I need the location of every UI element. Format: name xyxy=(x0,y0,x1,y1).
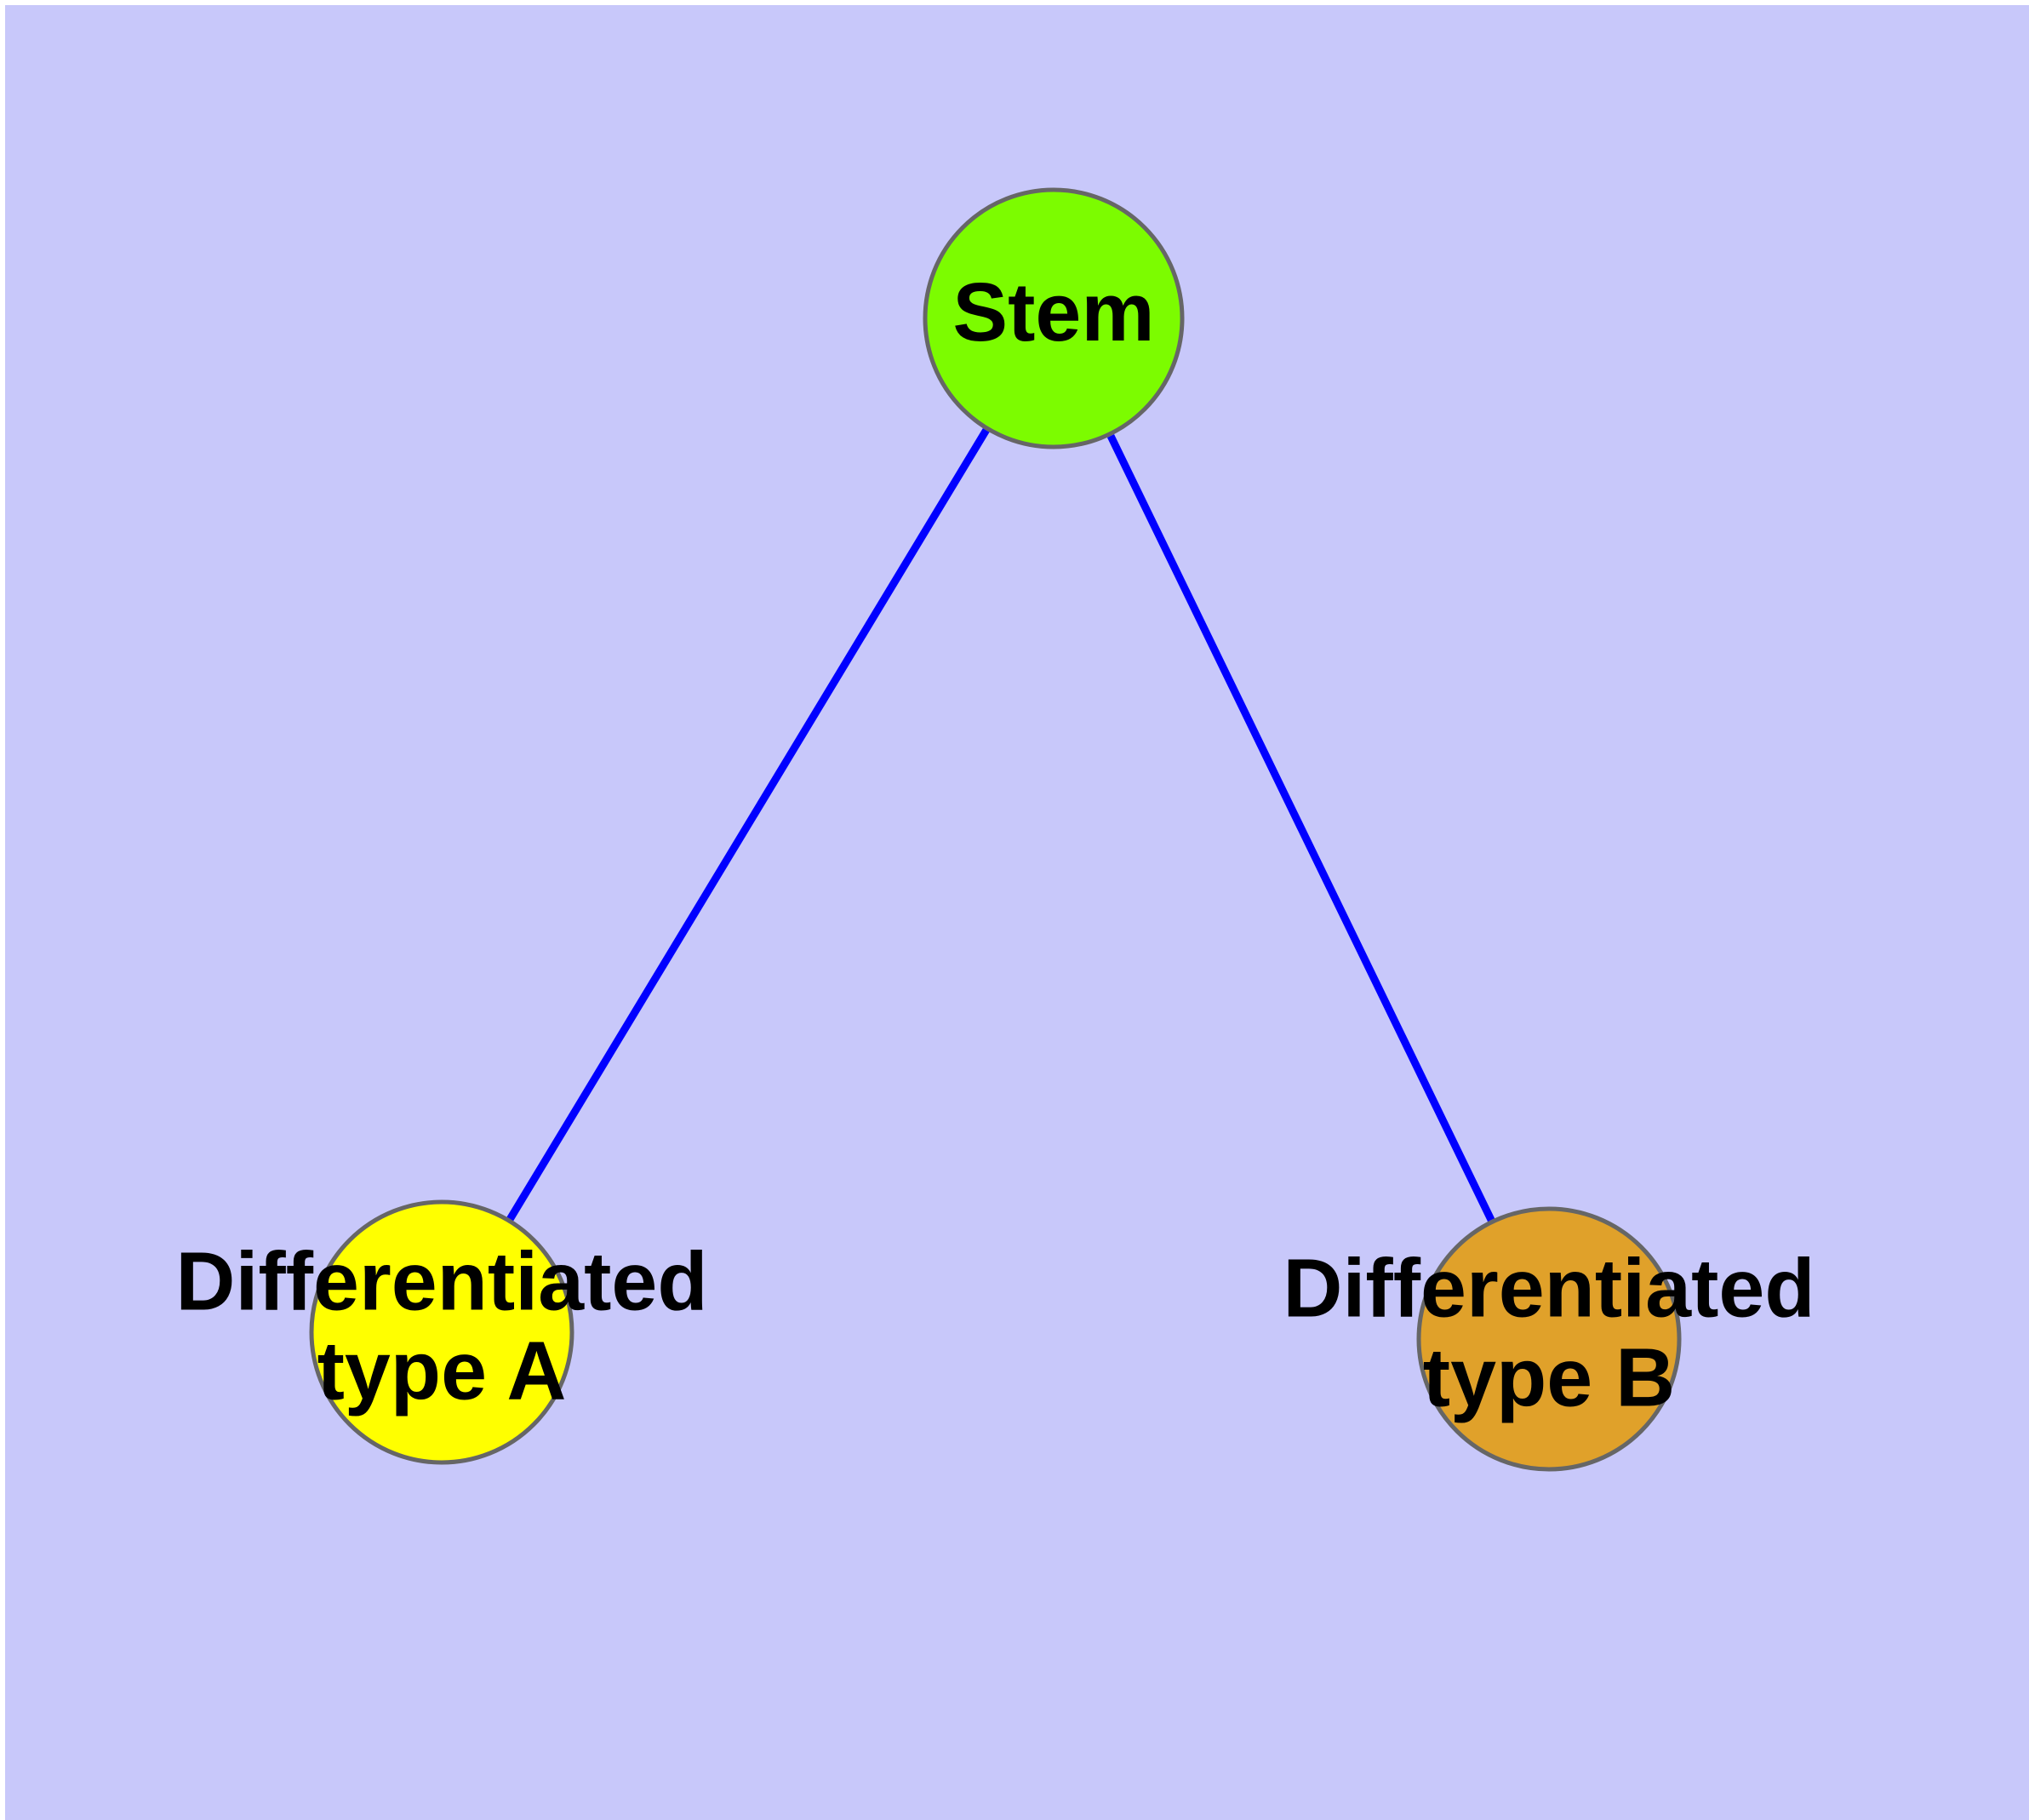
node-differentiated-type-a[interactable] xyxy=(309,1199,574,1465)
node-label-line: Stem xyxy=(952,266,1154,358)
node-label-line: Differentiated xyxy=(175,1234,707,1327)
node-differentiated-type-b[interactable] xyxy=(1416,1206,1682,1472)
edge-stem-to-differentiated-type-b[interactable] xyxy=(1049,317,1553,1341)
node-label-line: type B xyxy=(1423,1331,1675,1423)
edge-layer xyxy=(438,316,1553,1341)
edge-stem-to-differentiated-type-a[interactable] xyxy=(438,316,1057,1335)
node-label-line: type A xyxy=(317,1324,567,1417)
node-layer xyxy=(309,187,1682,1472)
node-label-stem: Stem xyxy=(952,266,1154,358)
node-label-line: Differentiated xyxy=(1283,1241,1815,1334)
node-stem[interactable] xyxy=(923,187,1185,449)
